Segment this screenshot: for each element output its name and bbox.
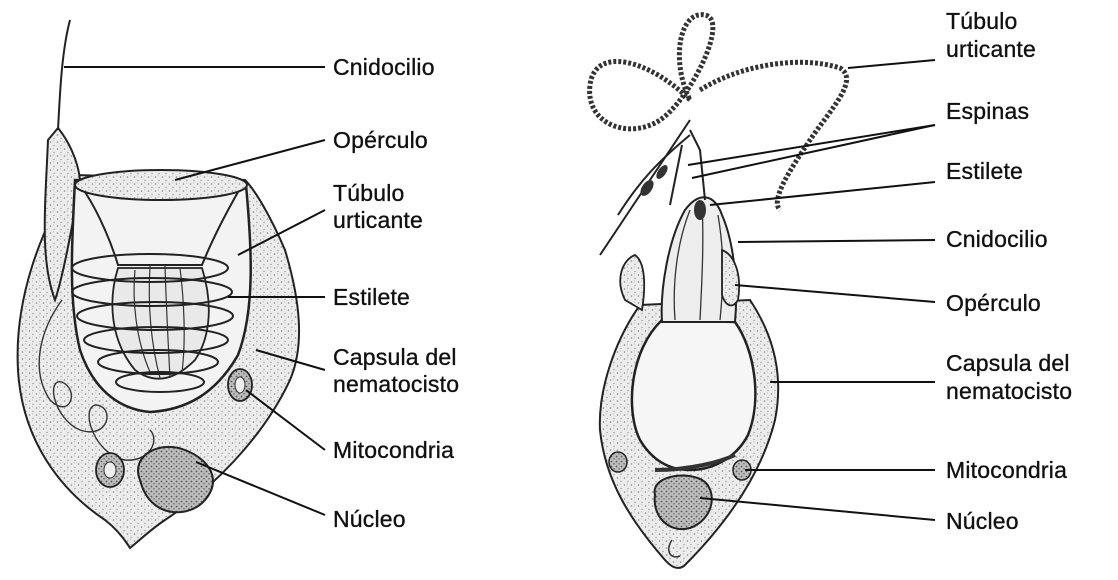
right-operculum-shape <box>722 250 739 305</box>
label-right-tubulo-line2: urticante <box>946 36 1036 63</box>
label-estilete: Estilete <box>333 284 410 311</box>
label-capsula-line2: nematocisto <box>333 371 459 398</box>
label-right-estilete: Estilete <box>946 158 1023 185</box>
label-tubulo-line1: Túbulo <box>333 180 405 207</box>
left-operculum-shape <box>75 170 247 200</box>
label-operculo: Opérculo <box>333 127 428 154</box>
left-cnidocil-shape <box>58 20 70 130</box>
label-right-nucleo: Núcleo <box>946 508 1019 535</box>
label-right-cnidocilio: Cnidocilio <box>946 226 1048 253</box>
label-nucleo: Núcleo <box>333 506 406 533</box>
label-right-capsula-line1: Capsula del <box>946 350 1070 377</box>
label-capsula-line1: Capsula del <box>333 344 457 371</box>
right-nucleus-shape <box>655 476 712 530</box>
label-cnidocilio: Cnidocilio <box>333 54 435 81</box>
right-capsule-shape <box>632 320 755 470</box>
label-mitocondria: Mitocondria <box>333 437 454 464</box>
label-right-mitocondria: Mitocondria <box>946 457 1067 484</box>
left-cnidocyte <box>18 20 299 548</box>
label-right-capsula-line2: nematocisto <box>946 378 1072 405</box>
label-right-tubulo-line1: Túbulo <box>946 8 1018 35</box>
label-right-espinas: Espinas <box>946 98 1029 125</box>
label-right-operculo: Opérculo <box>946 290 1041 317</box>
label-tubulo-line2: urticante <box>333 207 423 234</box>
